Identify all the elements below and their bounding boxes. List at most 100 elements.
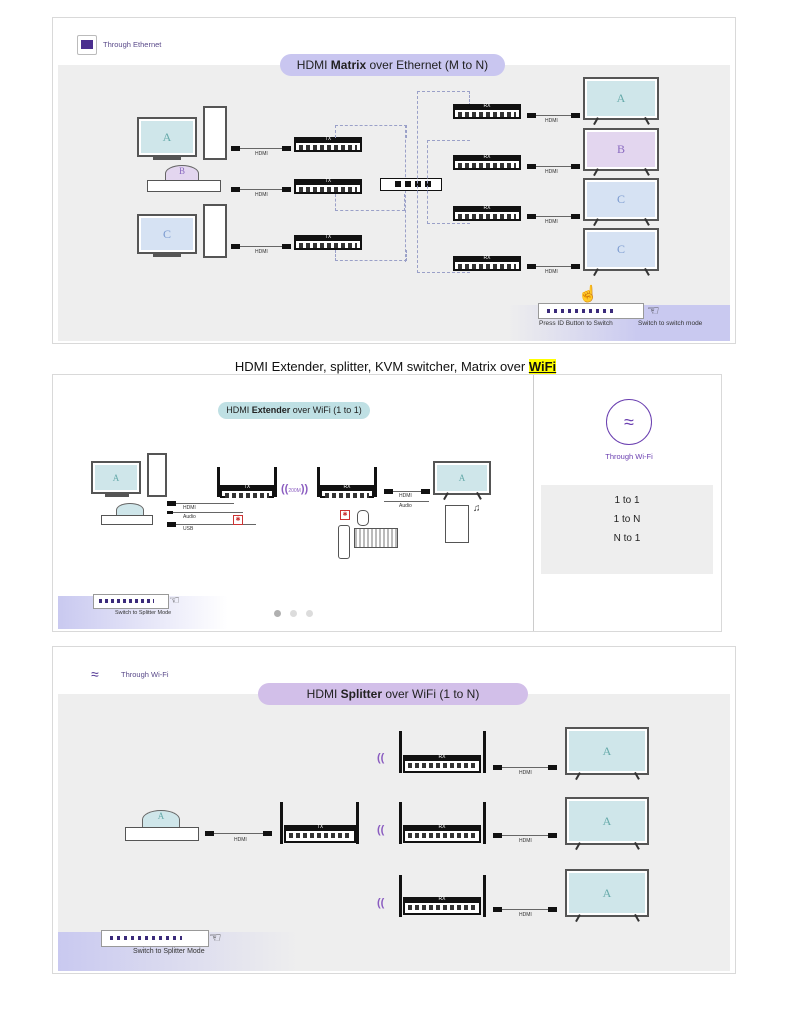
hand-point-icon: ☜ — [169, 593, 180, 607]
wifi-signal-icon: (( — [377, 824, 385, 836]
hand-press-icon: ☝ — [578, 286, 598, 303]
tx-box: TX — [294, 136, 362, 152]
splitter-wifi-panel: ≈ Through Wi-Fi HDMI Splitter over WiFi … — [52, 646, 736, 974]
switch-mode-caption: Switch to switch mode — [638, 320, 703, 327]
tx-box: TX — [294, 234, 362, 250]
hdmi-cable — [502, 909, 552, 910]
ethernet-switch — [380, 178, 442, 191]
display-tv-b: B — [583, 128, 659, 171]
hdmi-cable — [393, 491, 425, 492]
divider — [533, 375, 534, 631]
matrix-ethernet-panel: Through Ethernet HDMI Matrix over Ethern… — [52, 17, 736, 344]
antenna — [217, 467, 220, 497]
antenna — [274, 467, 277, 497]
wifi-range-indicator: ((200M)) — [281, 483, 309, 495]
monitor-stand — [153, 157, 181, 160]
pill-text-pre: HDMI — [296, 58, 331, 72]
through-ethernet-label: Through Ethernet — [103, 40, 162, 49]
plug — [527, 214, 536, 219]
matrix-title-pill: HDMI Matrix over Ethernet (M to N) — [280, 54, 505, 76]
through-wifi-label: Through Wi-Fi — [121, 670, 169, 679]
tv-letter: A — [569, 873, 645, 913]
display-tv-a: A — [583, 77, 659, 120]
ir-receiver-icon: ✱ — [233, 515, 243, 525]
tv-letter: B — [587, 132, 655, 167]
carousel-dot-1[interactable] — [274, 610, 281, 617]
network-link — [335, 250, 407, 261]
carousel-dot-3[interactable] — [306, 610, 313, 617]
cable-label: HDMI — [399, 493, 412, 499]
rx-box: RX — [320, 484, 374, 498]
remote-control-icon — [338, 525, 350, 559]
rx-box: RX — [453, 103, 521, 119]
cable-label: HDMI — [255, 192, 268, 198]
monitor-stand — [153, 254, 181, 257]
player — [101, 515, 153, 525]
press-id-caption: Press ID Button to Switch — [539, 320, 613, 327]
hdmi-cable — [502, 767, 552, 768]
extender-title-pill: HDMI Extender over WiFi (1 to 1) — [218, 402, 370, 419]
plug — [167, 501, 176, 506]
splitter-controller — [93, 594, 169, 609]
cable-label: Audio — [399, 503, 412, 509]
rx-label: RX — [343, 484, 351, 490]
pill-text-bold: Splitter — [340, 687, 382, 701]
plug — [205, 831, 214, 836]
pill-text-bold: Extender — [251, 405, 291, 415]
tx-box: TX — [284, 824, 356, 843]
plug — [493, 833, 502, 838]
hdmi-cable — [176, 503, 234, 504]
speaker-icon — [445, 505, 469, 543]
splitter-title-pill: HDMI Splitter over WiFi (1 to N) — [258, 683, 528, 705]
display-tv-1: A — [565, 727, 649, 775]
cable-label: HDMI — [255, 151, 268, 157]
cable-label: USB — [183, 526, 194, 532]
hdmi-cable — [240, 246, 282, 247]
rx-box: RX — [453, 255, 521, 271]
antenna — [483, 875, 486, 917]
switch-splitter-caption: Switch to Splitter Mode — [115, 610, 172, 616]
plug — [263, 831, 272, 836]
heading-highlight: WiFi — [528, 359, 557, 374]
plug — [282, 187, 291, 192]
disc-b: B — [165, 165, 199, 182]
tx-label: TX — [324, 234, 332, 240]
range-label: 200M — [288, 488, 301, 494]
plug — [231, 146, 240, 151]
cable-label: HDMI — [519, 912, 532, 918]
tv-letter: A — [569, 801, 645, 841]
wifi-signal-icon: (( — [377, 897, 385, 909]
rx-label: RX — [438, 824, 446, 830]
antenna — [374, 467, 377, 497]
switch-splitter-caption: Switch to Splitter Mode — [133, 948, 205, 955]
rx-label: RX — [483, 205, 491, 211]
wifi-signal-icon: (( — [377, 752, 385, 764]
tv-letter: A — [569, 731, 645, 771]
music-note-icon: ♫ — [473, 503, 481, 514]
cable-label: HDMI — [255, 249, 268, 255]
plug — [421, 489, 430, 494]
tv-letter: C — [587, 232, 655, 267]
tv-letter: C — [587, 182, 655, 217]
antenna — [280, 802, 283, 844]
plug — [167, 522, 176, 527]
cable-label: HDMI — [519, 838, 532, 844]
plug — [571, 264, 580, 269]
antenna — [483, 731, 486, 773]
network-link — [417, 91, 470, 273]
carousel-dot-2[interactable] — [290, 610, 297, 617]
network-link — [335, 125, 407, 138]
hdmi-cable — [240, 189, 282, 190]
display-tv-c2: C — [583, 228, 659, 271]
cable-label: HDMI — [519, 770, 532, 776]
plug — [493, 765, 502, 770]
display-tv: A — [433, 461, 491, 495]
antenna — [399, 802, 402, 844]
hdmi-cable — [536, 266, 576, 267]
plug — [282, 244, 291, 249]
cable-label: HDMI — [545, 169, 558, 175]
plug — [527, 113, 536, 118]
matrix-controller — [538, 303, 644, 319]
rx-label: RX — [438, 896, 446, 902]
tx-label: TX — [316, 824, 324, 830]
